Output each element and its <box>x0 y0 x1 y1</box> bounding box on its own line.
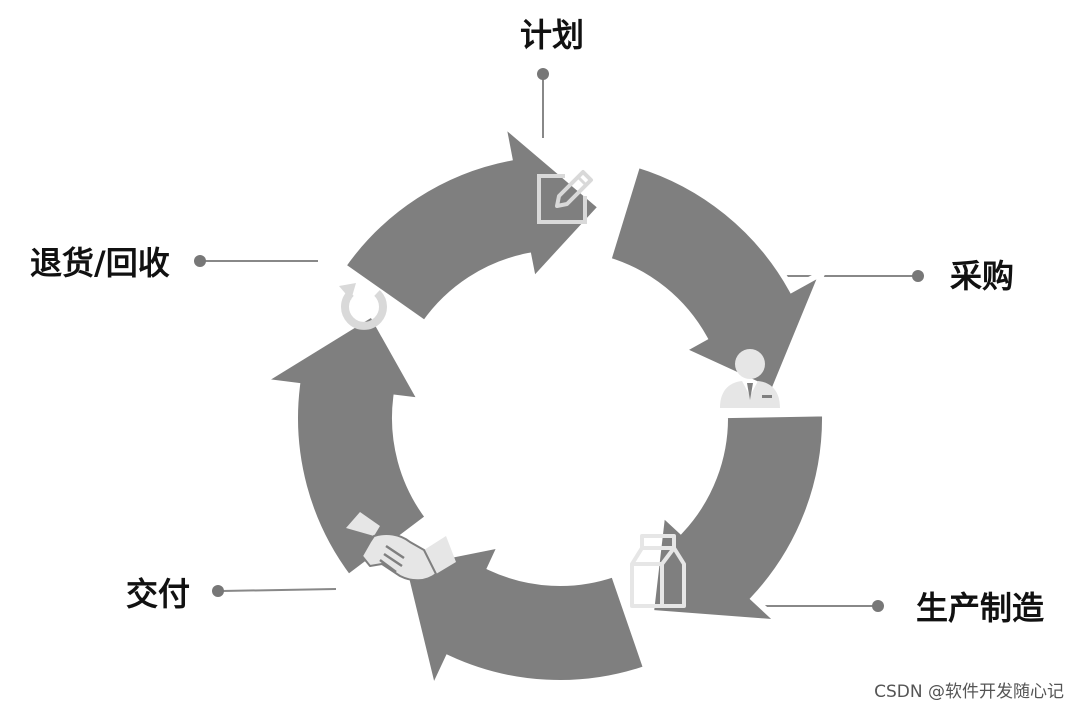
cycle-arrows <box>253 115 829 699</box>
arrow-produce <box>647 410 829 627</box>
leader-dot-produce <box>872 600 884 612</box>
stage-label-return: 退货/回收 <box>30 244 170 282</box>
stage-label-procure: 采购 <box>950 257 1014 295</box>
watermark: CSDN @软件开发随心记 <box>874 682 1064 702</box>
stage-label-produce: 生产制造 <box>916 589 1044 627</box>
leader-dot-return <box>194 255 206 267</box>
leader-line-deliver <box>221 588 337 592</box>
arrow-deliver <box>399 540 651 699</box>
arrow-plan <box>338 115 606 328</box>
refresh-icon <box>339 283 387 330</box>
milk-carton-icon <box>630 534 686 608</box>
stage-label-deliver: 交付 <box>126 575 190 613</box>
buyer-person-icon <box>720 349 780 408</box>
arrow-return <box>253 309 433 582</box>
leader-lines <box>194 68 924 612</box>
pencil-edit-icon <box>537 170 593 224</box>
arrow-procure <box>604 160 829 396</box>
leader-dot-plan <box>537 68 549 80</box>
stage-label-plan: 计划 <box>520 16 584 54</box>
leader-dot-deliver <box>212 585 224 597</box>
leader-dot-procure <box>912 270 924 282</box>
handshake-icon <box>346 512 456 582</box>
